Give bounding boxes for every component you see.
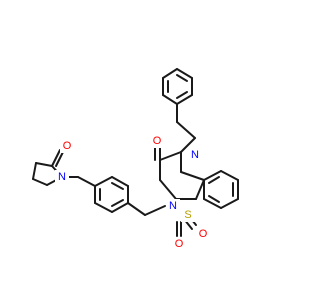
molecule-canvas: O N N S O O O N	[32, 68, 239, 251]
label-bg	[60, 139, 74, 153]
atom-n-benzyl: N	[191, 149, 199, 161]
fused-benzene-ring	[203, 170, 239, 209]
atom-o-sulfonyl-1: O	[199, 228, 208, 240]
atom-o-sulfonyl-2: O	[175, 238, 184, 250]
atom-n-sulfonamide: N	[169, 200, 177, 212]
atom-o-pyrrolidinone: O	[63, 140, 72, 152]
label-bg	[196, 227, 210, 241]
atom-sulfur: S	[184, 209, 191, 221]
structure-drawing: O N N S O O O N	[32, 68, 239, 251]
label-bg	[188, 148, 202, 162]
atom-n-pyrrolidinone: N	[58, 171, 66, 183]
label-bg	[55, 170, 69, 184]
label-bg	[166, 199, 180, 213]
benzyl-methylene	[176, 103, 196, 139]
atom-o-lactam: O	[153, 135, 162, 147]
sulfonamide-methylene	[127, 202, 166, 216]
benzyl-phenyl-ring	[162, 68, 193, 105]
label-bg	[181, 208, 195, 222]
thiadiazepine-ring	[159, 137, 205, 200]
lactam-carbonyl	[154, 147, 161, 161]
label-bg	[172, 237, 186, 251]
phenylene-ring	[94, 176, 129, 213]
label-bg	[150, 134, 164, 148]
